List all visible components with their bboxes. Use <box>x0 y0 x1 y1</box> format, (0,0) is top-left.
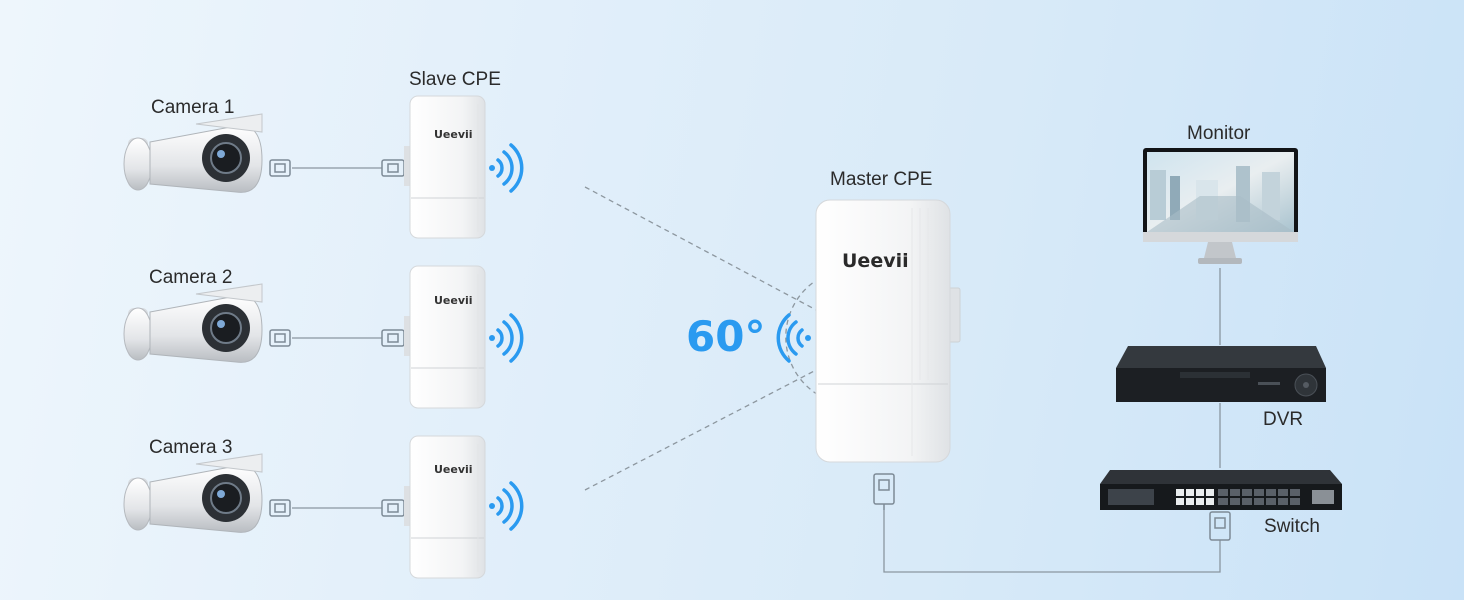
camera-3-label: Camera 3 <box>149 437 233 458</box>
camera-cables <box>292 167 382 509</box>
slave-cpe-3-device <box>404 435 486 579</box>
switch-label: Switch <box>1264 516 1320 537</box>
slave-cpe-1-device <box>404 95 486 239</box>
camera-1-icon <box>123 113 263 193</box>
network-switch-icon <box>1100 470 1342 510</box>
master-cpe-brand: Ueevii <box>842 250 909 272</box>
backbone-cables <box>883 268 1221 573</box>
master-cpe-label: Master CPE <box>830 169 933 190</box>
camera-2-label: Camera 2 <box>149 267 233 288</box>
monitor-icon <box>1143 148 1298 264</box>
camera-2-icon <box>123 283 263 363</box>
monitor-label: Monitor <box>1187 123 1251 144</box>
wifi-signal-icons <box>489 143 811 531</box>
slave-cpe-2-device <box>404 265 486 409</box>
master-cpe-device <box>815 199 961 463</box>
camera-3-icon <box>123 453 263 533</box>
slave-cpe-2-brand: Ueevii <box>434 294 473 307</box>
slave-cpe-label: Slave CPE <box>409 69 501 90</box>
dvr-icon <box>1116 346 1326 402</box>
slave-cpe-1-brand: Ueevii <box>434 128 473 141</box>
beam-angle-label: 60° <box>686 312 766 361</box>
dvr-label: DVR <box>1263 409 1304 430</box>
slave-cpe-3-brand: Ueevii <box>434 463 473 476</box>
camera-1-label: Camera 1 <box>151 97 235 118</box>
signal-beam-lines <box>584 186 821 491</box>
